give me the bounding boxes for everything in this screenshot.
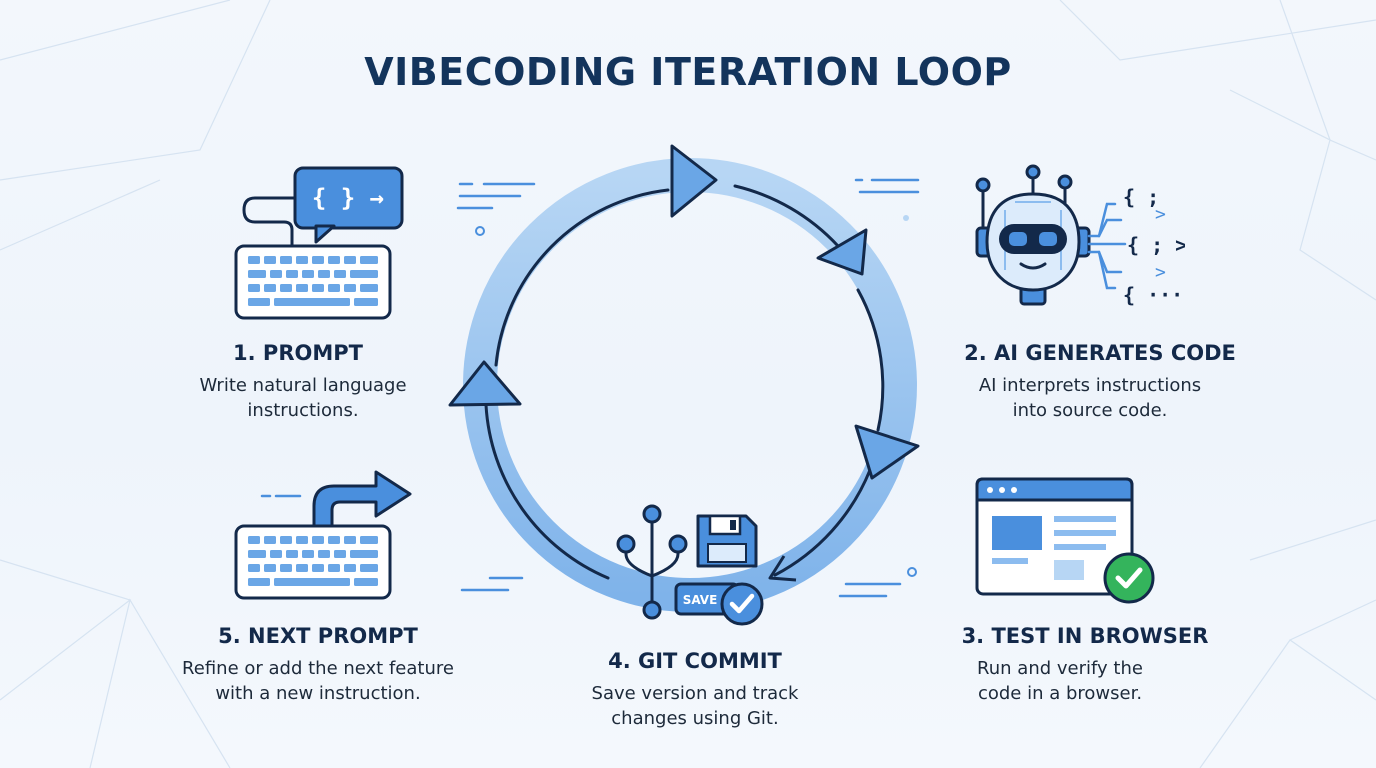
code-line-3: { ···	[1123, 283, 1183, 307]
save-label: SAVE	[683, 593, 718, 607]
arc-git-to-next	[484, 403, 610, 580]
arrowhead-right-lower	[854, 424, 920, 480]
step-3-title: 3. TEST IN BROWSER	[961, 624, 1209, 648]
step-2-title: 2. AI GENERATES CODE	[964, 341, 1236, 365]
arrowhead-to-git	[768, 555, 797, 582]
code-line-1: { ;	[1123, 185, 1159, 209]
arc-right	[856, 288, 885, 432]
arc-to-git	[773, 468, 872, 577]
git-commit-icon: SAVE	[616, 504, 764, 626]
arrowhead-top	[670, 144, 718, 218]
step-3-desc-line: Run and verify the	[977, 658, 1143, 679]
step-4-desc-line: Save version and track	[591, 683, 799, 704]
step-4-title: 4. GIT COMMIT	[608, 649, 782, 673]
arrowhead-left	[448, 360, 522, 407]
prompt-bubble-text: { } →	[312, 184, 384, 212]
arrowhead-right-upper	[816, 228, 868, 276]
step-5-desc-line: Refine or add the next feature	[182, 658, 454, 679]
page-title: VIBECODING ITERATION LOOP	[364, 50, 1012, 94]
step-4-description: Save version and track changes using Git…	[555, 681, 835, 731]
step-5-desc-line: with a new instruction.	[215, 683, 421, 704]
svg-text:>: >	[1155, 204, 1166, 225]
step-5-description: Refine or add the next feature with a ne…	[158, 656, 478, 706]
code-line-2: { ; > }	[1127, 233, 1185, 257]
step-3-description: Run and verify the code in a browser.	[940, 656, 1180, 706]
arc-prompt-to-ai	[494, 188, 670, 367]
browser-window-icon	[975, 477, 1155, 604]
step-1-desc-line: instructions.	[247, 400, 359, 421]
step-3-desc-line: code in a browser.	[977, 683, 1143, 704]
step-2-description: AI interprets instructions into source c…	[945, 373, 1235, 423]
step-5-title: 5. NEXT PROMPT	[218, 624, 418, 648]
step-2-desc-line: AI interprets instructions	[978, 375, 1202, 396]
step-4-desc-line: changes using Git.	[611, 708, 779, 729]
step-1-description: Write natural language instructions.	[153, 373, 453, 423]
arc-top-right	[733, 184, 840, 248]
prompt-keyboard-icon: { } →	[234, 166, 404, 320]
ai-robot-icon: { ; > { ; > } > { ···	[975, 164, 1185, 307]
step-2-desc-line: into source code.	[1012, 400, 1168, 421]
step-1-title: 1. PROMPT	[233, 341, 363, 365]
svg-text:>: >	[1155, 262, 1166, 283]
next-prompt-keyboard-icon	[234, 470, 412, 600]
step-1-desc-line: Write natural language	[199, 375, 407, 396]
